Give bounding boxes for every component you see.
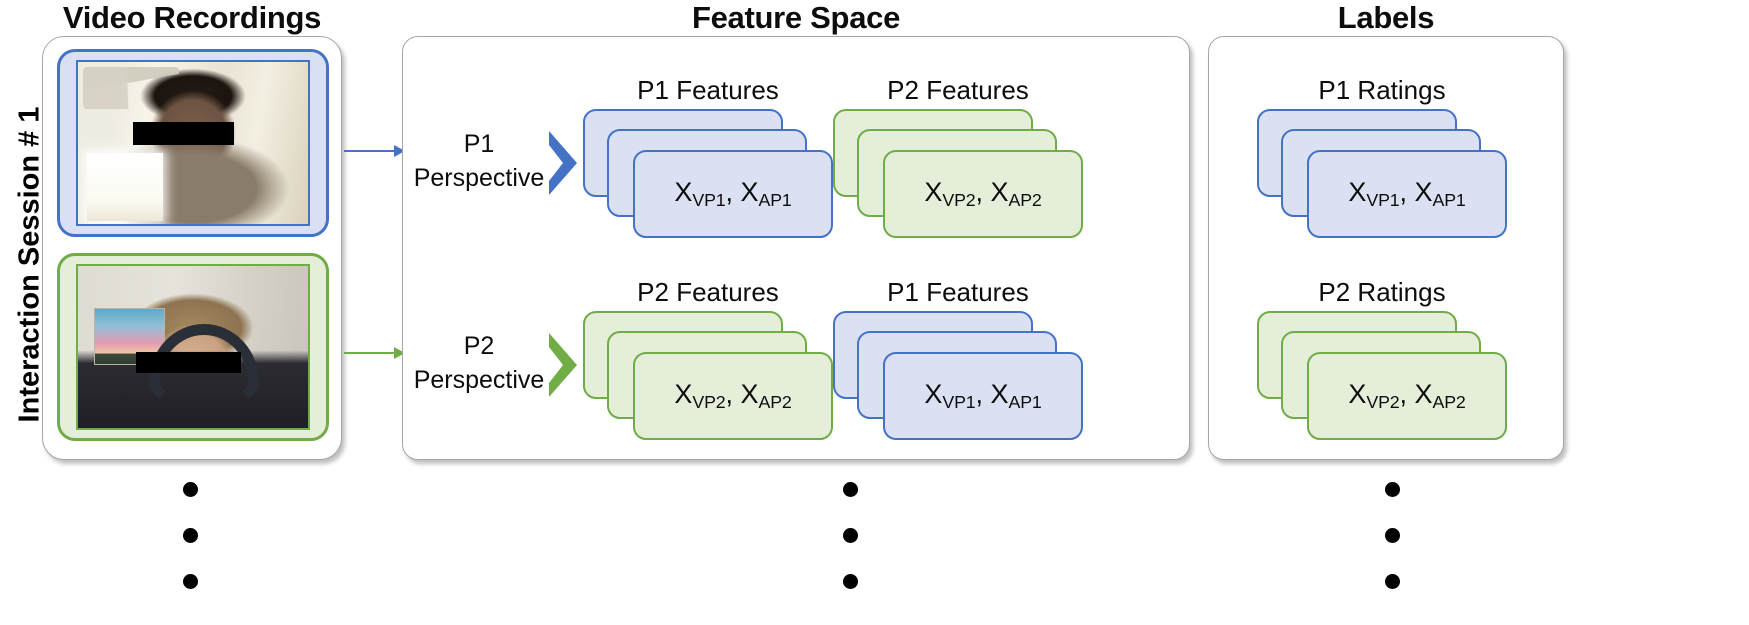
p1-features-group-label-row2: P1 Features bbox=[887, 277, 1029, 307]
p1-video-thumbnail[interactable] bbox=[57, 49, 329, 237]
feature-column-continuation-ellipsis bbox=[843, 482, 861, 620]
p2-video-frame bbox=[76, 264, 310, 430]
p1-rating-equation: XVP1, XAP1 bbox=[1348, 177, 1466, 210]
p1-perspective-line1: P1 bbox=[463, 130, 495, 158]
labels-column-continuation-ellipsis bbox=[1385, 482, 1403, 620]
stack-card-front[interactable]: XVP1, XAP1 bbox=[1307, 150, 1507, 238]
ellipsis-dot bbox=[1385, 574, 1400, 589]
p1-video-frame bbox=[76, 60, 310, 226]
stack-card-front[interactable]: XVP2, XAP2 bbox=[883, 150, 1083, 238]
ellipsis-dot bbox=[1385, 482, 1400, 497]
p2-perspective-line2: Perspective bbox=[413, 366, 545, 394]
p2-perspective-label: P2 Perspective bbox=[413, 329, 545, 397]
p1-ratings-group-label: P1 Ratings bbox=[1318, 75, 1446, 105]
ellipsis-dot bbox=[843, 574, 858, 589]
p2-features-card-stack-row1: XVP2, XAP2 bbox=[833, 109, 1083, 239]
arrow-head bbox=[394, 346, 405, 359]
arrow-shaft bbox=[344, 150, 404, 153]
p1-feature-equation-row2: XVP1, XAP1 bbox=[924, 379, 1042, 412]
p1-perspective-line2: Perspective bbox=[413, 164, 545, 192]
ellipsis-dot bbox=[1385, 528, 1400, 543]
p1-flow-arrow-icon bbox=[344, 144, 405, 157]
p2-chevron-icon bbox=[547, 329, 581, 401]
p2-perspective-line1: P2 bbox=[463, 332, 495, 360]
p1-features-group-label-row1: P1 Features bbox=[637, 75, 779, 105]
p2-ratings-group-label: P2 Ratings bbox=[1318, 277, 1446, 307]
stack-card-front[interactable]: XVP1, XAP1 bbox=[883, 352, 1083, 440]
stack-card-front[interactable]: XVP1, XAP1 bbox=[633, 150, 833, 238]
video-column-continuation-ellipsis bbox=[183, 482, 201, 620]
labels-panel: P1 Ratings XVP1, XAP1 P2 Ratings XVP2, X… bbox=[1208, 36, 1564, 460]
p2-feature-equation-row1: XVP2, XAP2 bbox=[924, 177, 1042, 210]
ellipsis-dot bbox=[843, 528, 858, 543]
stack-card-front[interactable]: XVP2, XAP2 bbox=[633, 352, 833, 440]
p2-ratings-card-stack: XVP2, XAP2 bbox=[1257, 311, 1507, 441]
p2-eye-redaction-bar bbox=[135, 351, 242, 373]
p2-video-thumbnail[interactable] bbox=[57, 253, 329, 441]
p2-rating-equation: XVP2, XAP2 bbox=[1348, 379, 1466, 412]
ellipsis-dot bbox=[183, 574, 198, 589]
labels-title: Labels bbox=[1337, 0, 1435, 35]
p1-chevron-icon bbox=[547, 127, 581, 199]
p2-features-group-label-row1: P2 Features bbox=[887, 75, 1029, 105]
video-recordings-panel bbox=[42, 36, 342, 460]
arrow-head bbox=[394, 144, 405, 157]
p2-features-group-label-row2: P2 Features bbox=[637, 277, 779, 307]
p1-ratings-card-stack: XVP1, XAP1 bbox=[1257, 109, 1507, 239]
video-recordings-title: Video Recordings bbox=[62, 0, 322, 35]
arrow-shaft bbox=[344, 352, 404, 355]
ellipsis-dot bbox=[183, 528, 198, 543]
p2-flow-arrow-icon bbox=[344, 346, 405, 359]
stack-card-front[interactable]: XVP2, XAP2 bbox=[1307, 352, 1507, 440]
p1-perspective-label: P1 Perspective bbox=[413, 127, 545, 195]
p2-feature-equation-row2: XVP2, XAP2 bbox=[674, 379, 792, 412]
p1-features-card-stack-row1: XVP1, XAP1 bbox=[583, 109, 833, 239]
feature-space-title: Feature Space bbox=[691, 0, 901, 35]
ellipsis-dot bbox=[843, 482, 858, 497]
feature-space-panel: P1 Perspective P1 Features XVP1, XAP1 P2… bbox=[402, 36, 1190, 460]
p1-features-card-stack-row2: XVP1, XAP1 bbox=[833, 311, 1083, 441]
p2-features-card-stack-row2: XVP2, XAP2 bbox=[583, 311, 833, 441]
ellipsis-dot bbox=[183, 482, 198, 497]
p1-eye-redaction-bar bbox=[133, 121, 235, 145]
p1-feature-equation-row1: XVP1, XAP1 bbox=[674, 177, 792, 210]
